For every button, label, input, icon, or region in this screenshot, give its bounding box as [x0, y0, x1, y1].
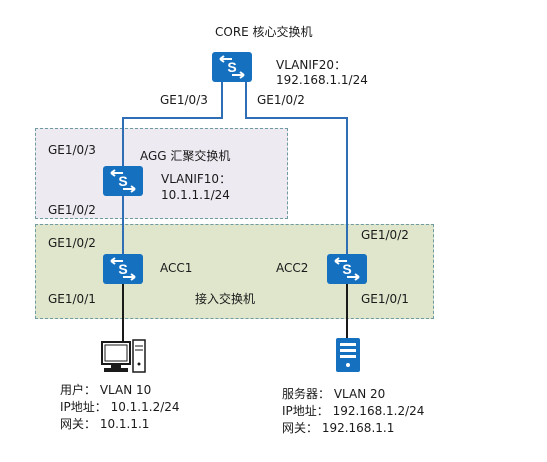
user-ip: IP地址： 10.1.1.2/24	[60, 400, 180, 414]
acc1-name: ACC1	[160, 261, 193, 275]
server-vlan: 服务器： VLAN 20	[282, 387, 386, 401]
agg-port-bottom: GE1/0/2	[48, 203, 96, 217]
link-core-agg	[122, 80, 223, 168]
agg-vlanif: VLANIF10：	[161, 172, 232, 186]
agg-zone	[35, 128, 288, 219]
access-zone	[35, 224, 434, 319]
acc2-port-top: GE1/0/2	[361, 228, 409, 242]
core-switch-icon	[211, 51, 253, 83]
core-port-left: GE1/0/3	[160, 93, 208, 107]
core-port-right: GE1/0/2	[257, 93, 305, 107]
server-gateway: 网关： 192.168.1.1	[282, 421, 395, 435]
agg-ip: 10.1.1.1/24	[161, 188, 230, 202]
agg-title: AGG 汇聚交换机	[140, 149, 231, 163]
acc2-port-bottom: GE1/0/1	[361, 292, 409, 306]
server-icon	[336, 338, 360, 372]
acc1-port-top: GE1/0/2	[48, 236, 96, 250]
link-core-acc2	[245, 80, 348, 255]
acc2-switch-icon	[326, 253, 368, 285]
core-vlanif: VLANIF20：	[276, 58, 347, 72]
acc2-name: ACC2	[276, 261, 309, 275]
server-ip: IP地址： 192.168.1.2/24	[282, 404, 425, 418]
user-gateway: 网关： 10.1.1.1	[60, 417, 150, 431]
core-ip: 192.168.1.1/24	[276, 73, 368, 87]
user-vlan: 用户： VLAN 10	[60, 383, 152, 397]
acc-zone-title: 接入交换机	[195, 292, 256, 306]
pc-icon	[101, 339, 146, 373]
core-title: CORE 核心交换机	[215, 25, 313, 39]
acc1-port-bottom: GE1/0/1	[48, 292, 96, 306]
acc1-switch-icon	[102, 253, 144, 285]
agg-switch-icon	[102, 165, 144, 197]
agg-port-top: GE1/0/3	[48, 143, 96, 157]
